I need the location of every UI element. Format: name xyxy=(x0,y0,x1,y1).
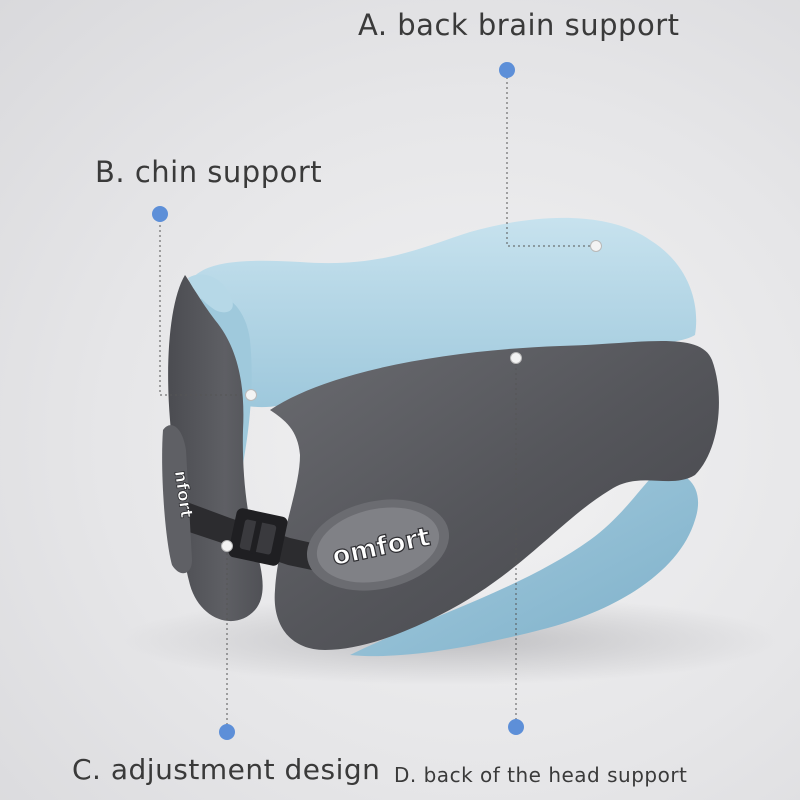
callout-dot-b xyxy=(152,206,168,222)
callout-anchor-b xyxy=(245,389,257,401)
left-brand-tag xyxy=(162,425,192,574)
callout-label-b: B. chin support xyxy=(95,155,323,189)
callout-label-c: C. adjustment design xyxy=(72,753,381,786)
pillow-right-side-foam xyxy=(350,470,699,657)
callout-dot-d xyxy=(508,719,524,735)
callout-anchor-c xyxy=(221,540,233,552)
callout-lines xyxy=(159,72,596,730)
callout-dot-a xyxy=(499,62,515,78)
callout-dot-c xyxy=(219,724,235,740)
pillow-left-arm-foam-edge xyxy=(188,274,233,313)
strap-buckle xyxy=(228,508,288,566)
callout-line-b xyxy=(159,215,251,396)
right-brand-badge-inner xyxy=(316,507,440,583)
callout-anchor-d xyxy=(510,352,522,364)
callout-anchor-a xyxy=(590,240,602,252)
callout-label-a: A. back brain support xyxy=(358,8,680,42)
pillow-back-top-foam xyxy=(185,217,697,408)
callout-label-d: D. back of the head support xyxy=(394,763,688,787)
